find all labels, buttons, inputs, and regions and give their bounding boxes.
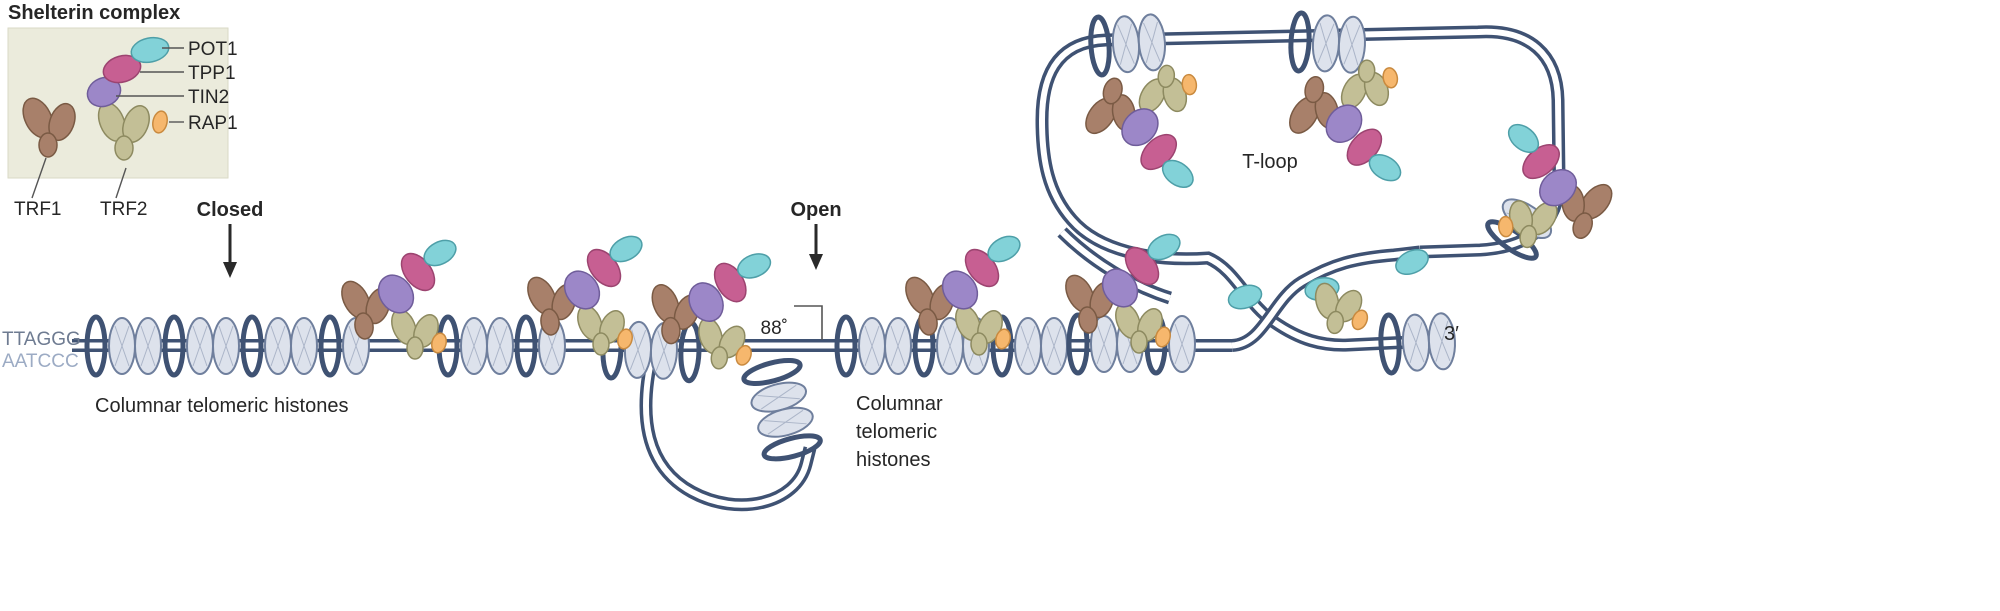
histone-disc <box>186 317 214 375</box>
open-label: Open <box>790 199 841 221</box>
columnar-histones-label-mid: histones <box>856 449 931 471</box>
histone-column <box>1289 13 1368 75</box>
columnar-histones-label-mid: Columnar <box>856 393 943 415</box>
histone-disc <box>1040 317 1068 375</box>
shelterin-complex <box>1071 53 1214 195</box>
pot1-shape <box>130 36 170 64</box>
label-trf1: TRF1 <box>14 199 62 220</box>
histone-disc <box>1310 13 1342 74</box>
dna-bottom-strand-label: AATCCC <box>2 351 79 372</box>
open-arrowhead-icon <box>809 254 823 270</box>
label-rap1: RAP1 <box>188 113 238 134</box>
closed-arrowhead-icon <box>223 262 237 278</box>
tin2-shape <box>86 76 122 108</box>
label-tin2: TIN2 <box>188 87 229 108</box>
histone-disc <box>1135 12 1168 73</box>
t-loop-label: T-loop <box>1242 151 1298 173</box>
columnar-histones-label-mid: telomeric <box>856 421 937 443</box>
histone-disc <box>884 317 912 375</box>
angle-label: 88˚ <box>761 318 788 339</box>
label-pot1: POT1 <box>188 39 238 60</box>
dna-top-strand-label: TTAGGG <box>2 329 81 350</box>
columnar-histones-label-left: Columnar telomeric histones <box>95 395 348 417</box>
annotations: Closed Open TTAGGG AATCCC 88˚ T-loop 3′ … <box>2 151 1459 471</box>
legend-title: Shelterin complex <box>8 2 180 24</box>
three-prime-label: 3′ <box>1444 323 1459 345</box>
histone-column <box>742 356 823 464</box>
trf2-shape <box>114 135 134 161</box>
histone-disc <box>1014 317 1042 375</box>
histone-disc <box>486 317 514 375</box>
histone-disc <box>108 317 136 375</box>
trf2-callout-line <box>115 167 127 199</box>
rap1-shape <box>152 110 168 134</box>
histone-disc <box>1110 14 1142 75</box>
histone-disc <box>212 317 240 375</box>
trf1-shape <box>38 132 58 158</box>
histone-disc <box>858 317 886 375</box>
angle-mark <box>794 305 823 340</box>
label-trf2: TRF2 <box>100 199 148 220</box>
histone-disc <box>460 317 488 375</box>
histone-disc <box>134 317 162 375</box>
histone-disc <box>264 317 292 375</box>
histone-column <box>837 317 1068 375</box>
histone-disc <box>1400 312 1432 373</box>
shelterin-legend: Shelterin complex POT1 TPP1 TIN2 RAP1 TR… <box>7 2 238 220</box>
shelterin-complex <box>1279 53 1414 188</box>
tpp1-shape <box>102 54 142 84</box>
trf1-callout-line <box>31 157 47 199</box>
label-tpp1: TPP1 <box>188 63 236 84</box>
histone-disc <box>1168 315 1196 373</box>
histone-disc <box>290 317 318 375</box>
closed-label: Closed <box>197 199 264 221</box>
